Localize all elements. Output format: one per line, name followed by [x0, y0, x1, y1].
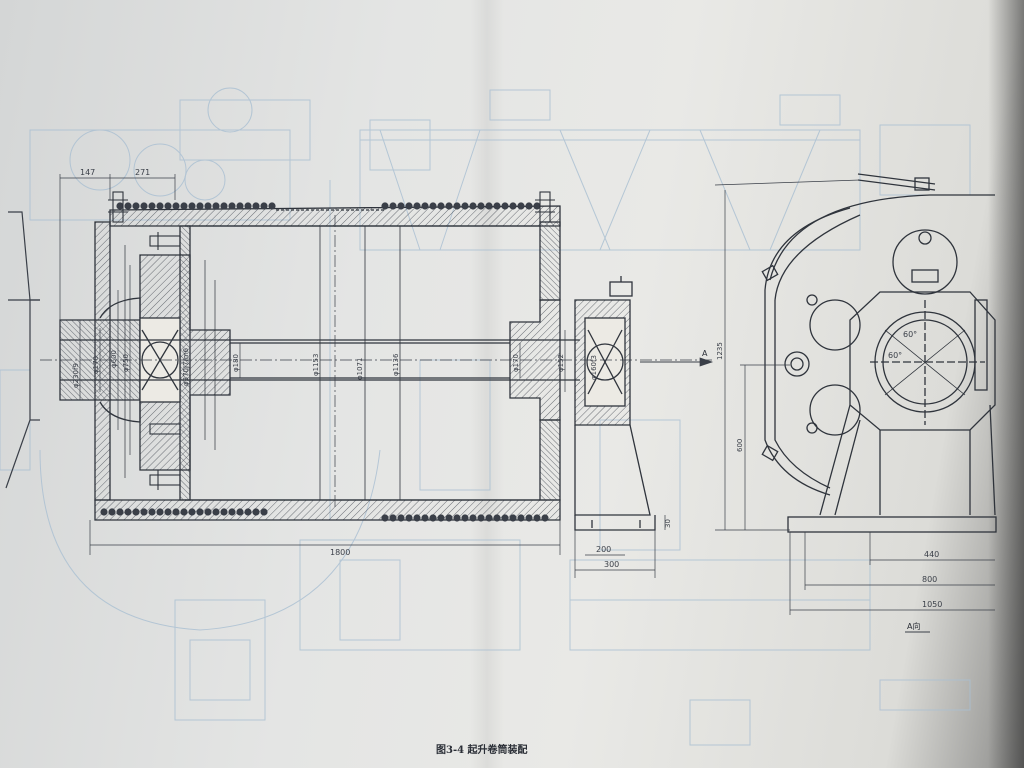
dim-drum-1: φ1153: [312, 354, 320, 376]
bearing-support: [574, 276, 656, 531]
dim-side-height-total: 1235: [716, 342, 724, 360]
dim-base-width-2: 800: [922, 575, 937, 584]
dim-overall-length: 1800: [330, 548, 350, 557]
dim-angle-1: 60°: [903, 330, 917, 339]
dim-left-overhang: 147: [80, 168, 95, 177]
rope-coils-bottom: [100, 508, 549, 522]
section-arrow-label: A: [702, 349, 708, 358]
dim-hub-1: φ170: [92, 356, 100, 374]
dim-bearing: φ160f3: [590, 355, 598, 380]
dim-shaft-right: φ170: [512, 354, 520, 372]
bleed-through-drawing: [0, 87, 971, 746]
dim-base-width-1: 440: [924, 550, 939, 559]
dim-base-width-3: 1050: [922, 600, 942, 609]
bolts-right: [535, 191, 555, 223]
end-view-dimensions: [640, 179, 995, 633]
dim-shaft-mid: φ180: [232, 354, 240, 372]
dim-hub-3: φ750: [122, 354, 130, 372]
left-edge-profile: [5, 211, 40, 489]
view-label: A向: [907, 621, 920, 631]
dim-shaft-end: φ230f9: [72, 363, 80, 388]
figure-caption: 图3-4 起升卷筒装配: [436, 743, 528, 756]
dimension-lines: [40, 174, 715, 578]
dim-flange-width: 271: [135, 168, 150, 177]
dim-support-width-2: 300: [604, 560, 619, 569]
dim-drum-2: φ1071: [356, 358, 364, 380]
dim-hub-2: φ600: [110, 350, 118, 368]
dimension-labels: 147 271 1800 200 300 30 φ230f9 φ170 φ600…: [72, 168, 942, 631]
dim-shaft-right-2: φ152: [557, 354, 565, 372]
bolts-left: [108, 191, 181, 490]
dim-drum-3: φ1136: [392, 353, 400, 376]
dim-support-height: 30: [664, 519, 672, 528]
drum-section-view: [59, 191, 580, 522]
dim-hub-4: φ370J7/m6: [182, 347, 190, 386]
rope-coils-top: [116, 202, 541, 210]
dim-support-width-1: 200: [596, 545, 611, 554]
page-edge-shadow: [988, 0, 1024, 768]
book-gutter: [470, 0, 504, 768]
dim-side-height-axis: 600: [736, 439, 744, 452]
dim-angle-2: 60°: [888, 351, 902, 360]
end-view-a: [761, 173, 997, 533]
